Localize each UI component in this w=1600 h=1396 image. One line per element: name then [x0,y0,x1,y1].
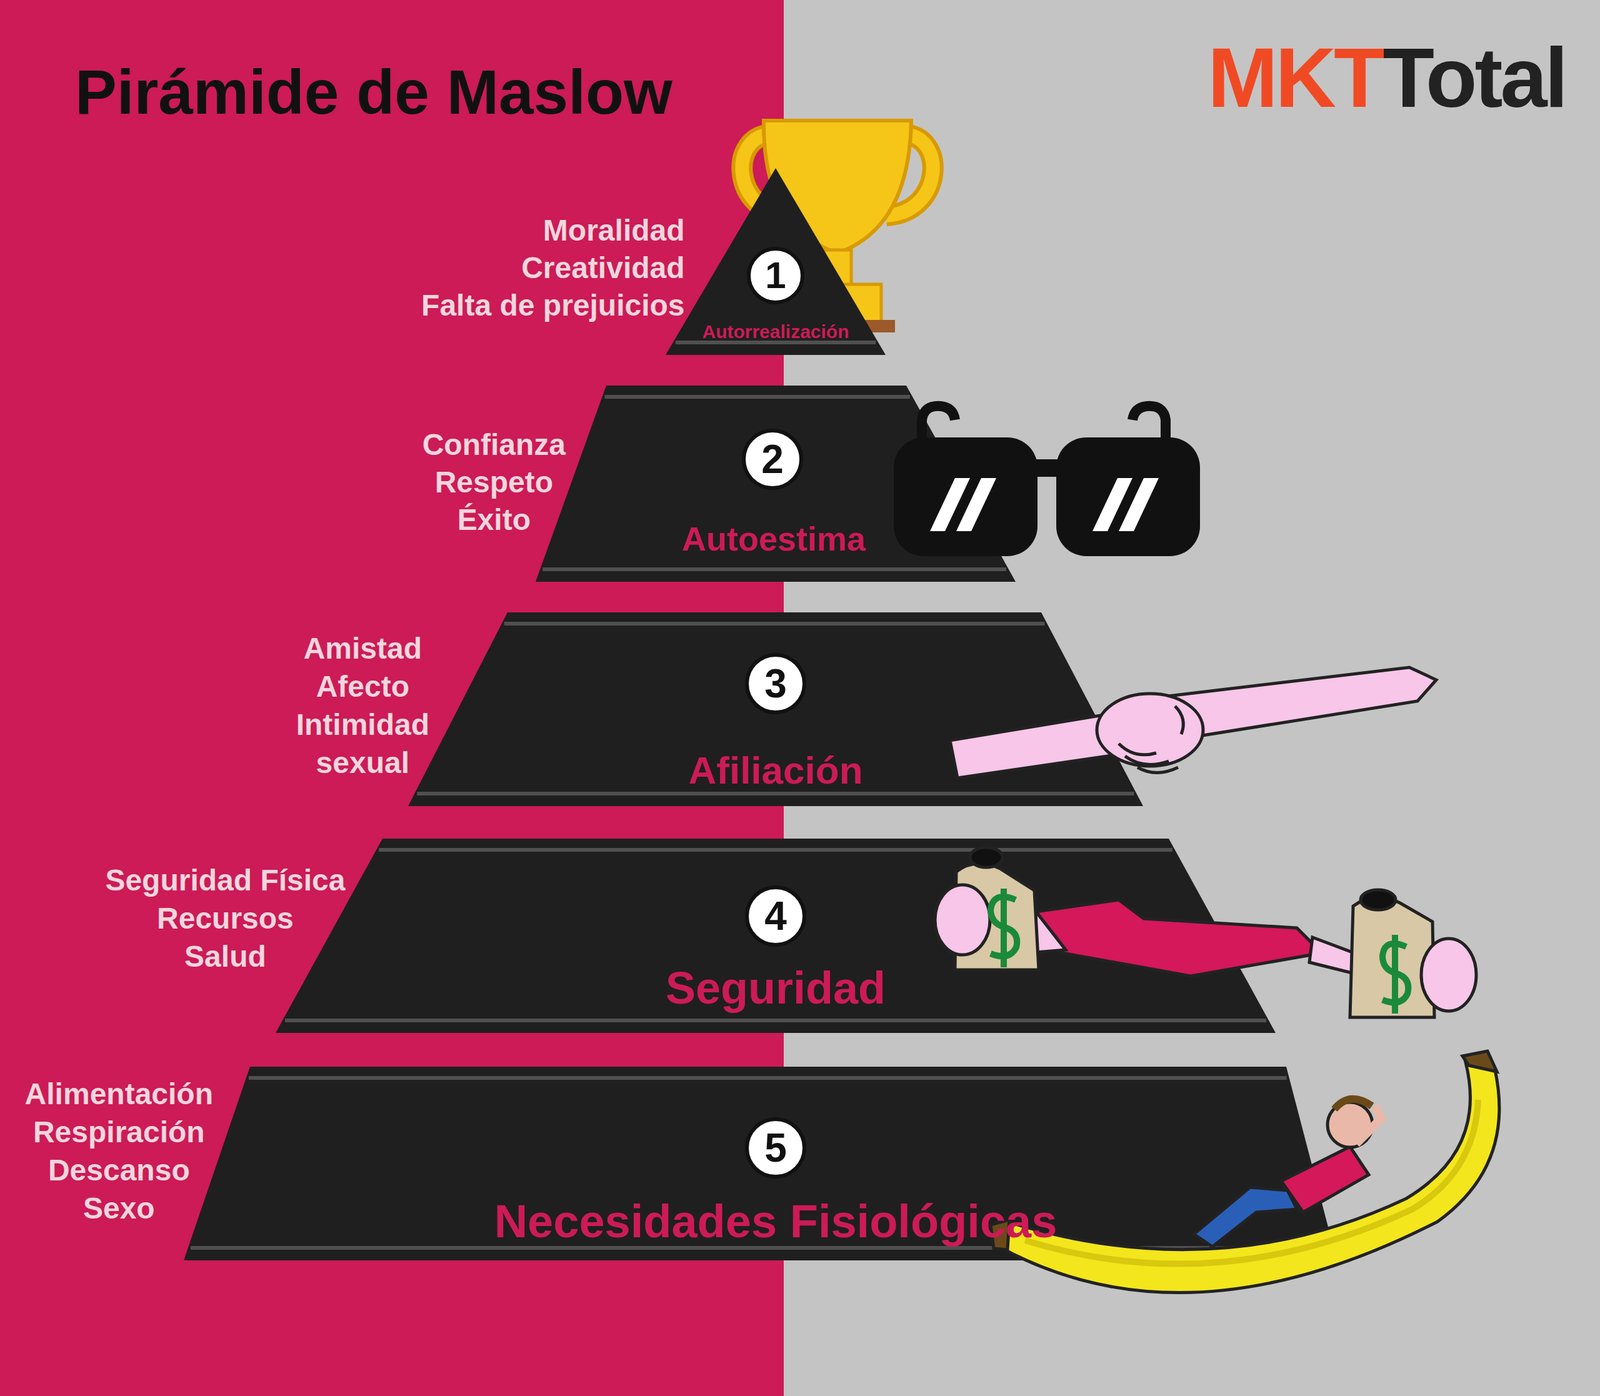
tier-stripe [504,621,1045,626]
need-item: Salud [105,937,346,976]
tier-name: Afiliación [688,748,863,793]
need-item: Intimidad sexual [296,705,430,782]
tier-fill [535,385,1016,582]
need-item: Alimentación [24,1075,214,1114]
number-circle: 2 [741,428,804,490]
pyramid-tier: 4SeguridadSeguridad FísicaRecursosSalud [275,838,1276,1034]
callout-number: 4 [764,896,787,937]
need-list: AmistadAfectoIntimidad sexual [295,629,430,782]
logo: MKTTotal [1207,31,1566,125]
need-item: Sexo [24,1189,214,1228]
need-item: Amistad [303,629,422,668]
tier-stripe [285,1018,1267,1023]
need-item: Seguridad Física [105,861,346,900]
callout-number: 5 [764,1128,787,1169]
callout-number: 1 [765,256,786,295]
pyramid-tier: 1AutorrealizaciónMoralidadCreatividadFal… [665,168,886,355]
callout-number: 3 [764,663,787,704]
need-item: Descanso [24,1151,214,1190]
pyramid-tier: 5Necesidades FisiológicasAlimentaciónRes… [183,1066,1337,1261]
tier-stripe [378,848,1173,852]
logo-text: Total [1383,30,1566,125]
need-item: Respiración [24,1113,214,1152]
need-item: Falta de prejuicios [421,286,685,325]
tier-name: Autoestima [681,519,866,559]
tier-fill [183,1066,1337,1261]
money-bags-icon [935,847,1477,1018]
need-list: ConfianzaRespetoÉxito [421,426,566,539]
need-item: Recursos [105,899,346,938]
tier-fill [665,168,886,355]
banana-icon [990,1051,1500,1294]
tier-stripe [416,791,1134,796]
tier-stripe [248,1076,1287,1080]
need-item: Afecto [316,667,410,706]
need-item: Respeto [421,463,566,502]
tier-name: Autorrealización [701,321,849,344]
tier-name: Necesidades Fisiológicas [494,1195,1058,1249]
number-circle: 3 [745,653,807,715]
tier-fill [275,838,1276,1034]
pyramid-tier: 3AfiliaciónAmistadAfectoIntimidad sexual [408,612,1144,807]
sunglasses-icon [893,406,1200,557]
callout-number: 2 [761,439,784,480]
tier-name-wrap: Autorrealización [701,321,849,344]
pyramid-tier: 2AutoestimaConfianzaRespetoÉxito [535,385,1016,582]
need-list: Seguridad FísicaRecursosSalud [105,861,346,976]
title: Pirámide de Maslow [75,57,673,127]
tier-name-wrap: Necesidades Fisiológicas [494,1195,1058,1249]
logo-text: MKT [1207,30,1383,125]
need-list: AlimentaciónRespiraciónDescansoSexo [24,1075,214,1228]
handshake-icon [950,667,1437,779]
number-circle: 4 [745,885,807,947]
tier-fill [408,612,1144,807]
need-item: Moralidad [421,211,685,250]
number-circle: 5 [745,1117,807,1179]
tier-name-wrap: Afiliación [688,748,863,793]
tier-name-wrap: Autoestima [681,519,866,559]
need-item: Creatividad [421,249,685,287]
tier-stripe [542,567,1007,572]
need-item: Confianza [421,426,566,464]
tier-name-wrap: Seguridad [665,962,886,1015]
need-item: Éxito [421,501,566,539]
title-wrap: Pirámide de Maslow [75,57,673,127]
tier-name: Seguridad [665,962,886,1015]
need-list: MoralidadCreatividadFalta de prejuicios [421,211,685,325]
tier-stripe [605,395,911,399]
number-circle: 1 [746,246,805,305]
